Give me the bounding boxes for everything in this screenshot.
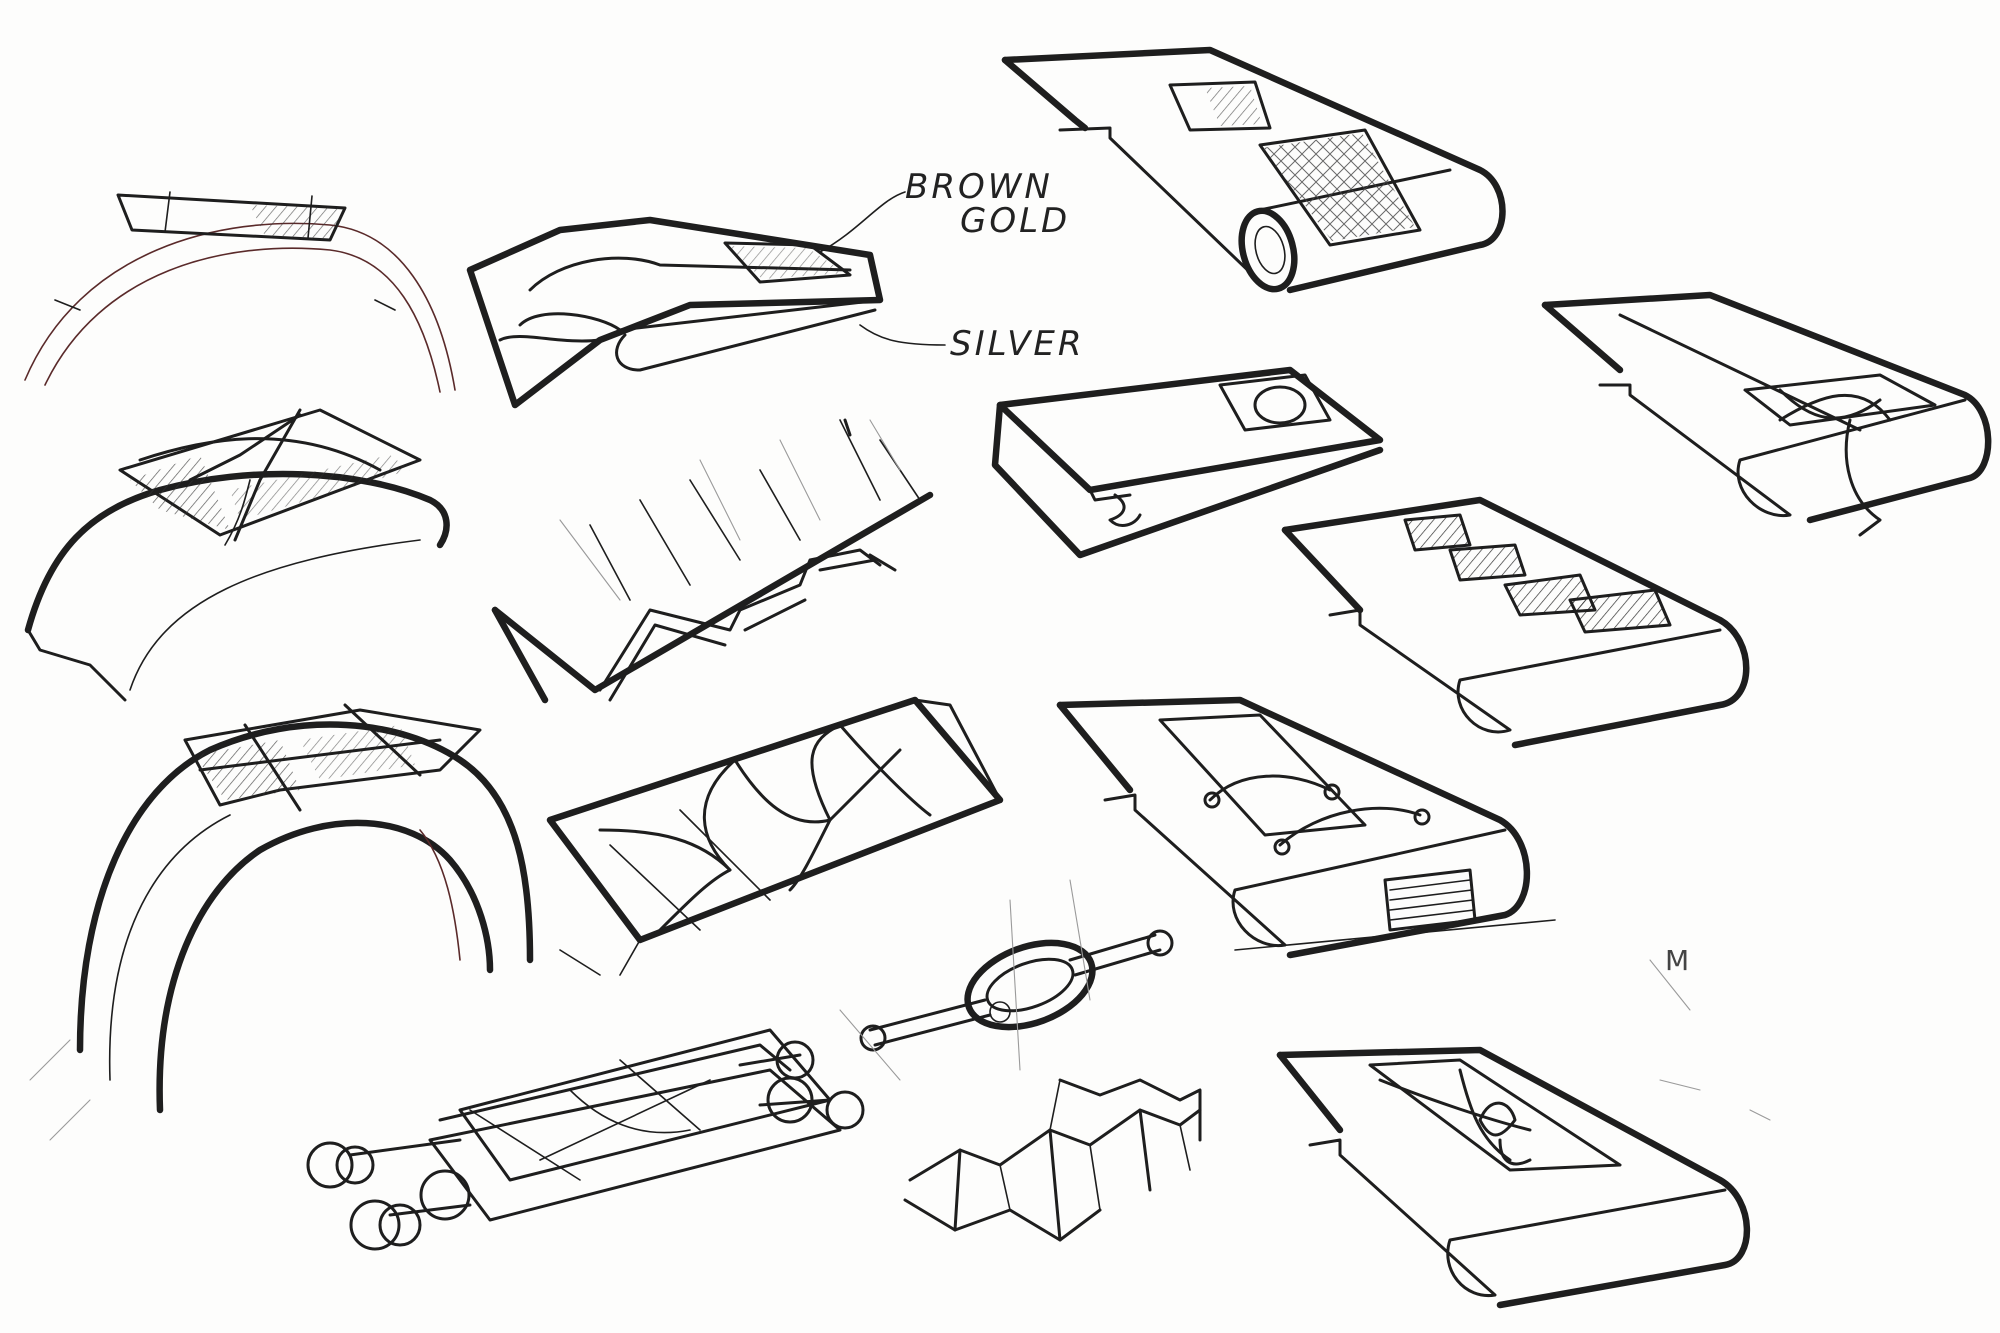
zigzag-teeth-sketch <box>903 1078 1202 1242</box>
roller-band-sketch <box>306 1028 865 1251</box>
annotation-brown: BROWN <box>905 167 1053 207</box>
slotted-clip-sketch <box>1281 496 1750 749</box>
x-strap-plate-sketch <box>546 696 1004 976</box>
annotation-silver: SILVER <box>950 324 1084 364</box>
ring-sketch-2 <box>24 408 450 702</box>
x-lace-clip-sketch <box>1276 1046 1751 1309</box>
clip-sketch-annotated: BROWN GOLD SILVER <box>466 167 1084 409</box>
ring-sketch-1 <box>24 191 456 393</box>
laced-clip-sketch <box>1541 291 1992 537</box>
link-chain-sketch <box>839 879 1174 1081</box>
annotation-gold: GOLD <box>960 201 1070 241</box>
artist-mark: M <box>1665 944 1689 977</box>
grille-clip-sketch <box>1056 696 1556 959</box>
rolled-clip-sketch <box>1001 46 1506 294</box>
ring-sketch-3 <box>29 703 534 1141</box>
pleated-band-sketch <box>491 418 934 704</box>
circle-clip-sketch <box>991 366 1384 559</box>
